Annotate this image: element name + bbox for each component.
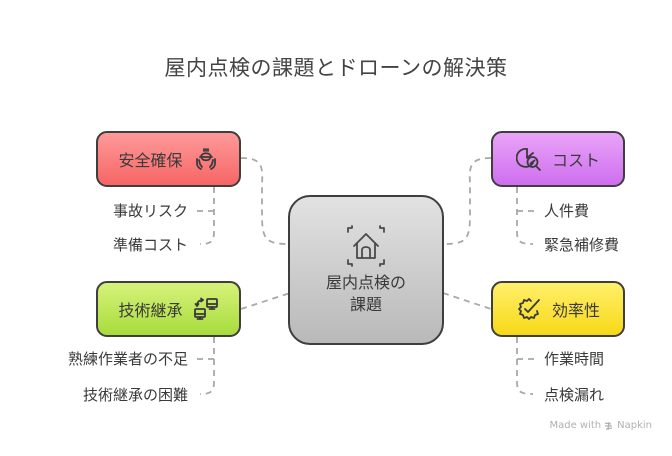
connector-skill-items (196, 337, 215, 395)
branch-label: コスト (551, 151, 600, 170)
connector-center-cost (442, 157, 492, 245)
napkin-logo-icon (605, 421, 613, 430)
branch-label: 技術継承 (118, 301, 183, 320)
connector-center-safety (240, 157, 291, 245)
branch-cost[interactable]: コスト (491, 131, 625, 187)
leaf-work-time[interactable]: 作業時間 (544, 350, 605, 368)
leaf-skill-transfer-difficulty[interactable]: 技術継承の困難 (82, 386, 188, 404)
connector-cost-items (516, 187, 535, 245)
diagram-title: 屋内点検の課題とドローンの解決策 (164, 56, 508, 80)
house-scan-icon (347, 225, 385, 267)
leaf-preparation-cost[interactable]: 準備コスト (112, 236, 188, 254)
gear-check-icon (518, 298, 540, 320)
branch-skill-transfer[interactable]: 技術継承 (96, 281, 241, 337)
leaf-inspection-omission[interactable]: 点検漏れ (544, 386, 605, 404)
central-topic-line1: 屋内点検の (325, 273, 406, 292)
footer-brand: Napkin (617, 420, 652, 431)
connector-efficiency-items (516, 337, 535, 395)
napkin-watermark: Made with Napkin (549, 420, 652, 431)
connector-safety-items (196, 187, 215, 245)
branch-label: 効率性 (551, 301, 600, 320)
chart-search-icon (515, 148, 541, 171)
connector-center-skill (240, 292, 291, 310)
leaf-labor-cost[interactable]: 人件費 (544, 202, 590, 220)
connector-center-efficiency (442, 292, 492, 310)
central-topic-line2: 課題 (349, 295, 382, 314)
central-topic-label: 屋内点検の 課題 (326, 272, 406, 316)
branch-safety[interactable]: 安全確保 (96, 131, 241, 187)
central-topic[interactable]: 屋内点検の 課題 (288, 195, 444, 345)
helmet-hands-icon (195, 148, 216, 170)
footer-text: Made with (549, 420, 602, 431)
leaf-emergency-repair-cost[interactable]: 緊急補修費 (544, 236, 620, 254)
branch-label: 安全確保 (118, 151, 183, 170)
computers-transfer-icon (193, 297, 218, 320)
leaf-skilled-worker-shortage[interactable]: 熟練作業者の不足 (67, 350, 188, 368)
branch-efficiency[interactable]: 効率性 (491, 281, 625, 337)
leaf-accident-risk[interactable]: 事故リスク (112, 202, 188, 220)
